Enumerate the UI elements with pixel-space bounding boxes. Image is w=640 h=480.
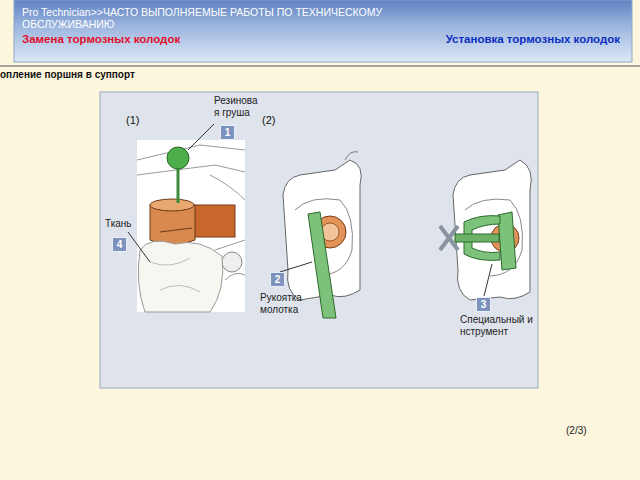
leader-line bbox=[484, 264, 492, 296]
figure-panel bbox=[100, 92, 538, 388]
part-label: Специальный инструмент bbox=[460, 314, 538, 337]
leader-line bbox=[188, 124, 214, 150]
page-subtitle: Установка тормозных колодок bbox=[380, 33, 620, 46]
leader-line bbox=[280, 262, 312, 272]
callout-number: 1 bbox=[220, 125, 235, 140]
leader-line bbox=[128, 232, 150, 262]
part-label: Ткань bbox=[105, 218, 145, 230]
divider bbox=[0, 66, 640, 67]
callout-number: 4 bbox=[112, 237, 127, 252]
tool-illustration bbox=[440, 160, 531, 300]
view-number: (1) bbox=[126, 114, 150, 127]
header-title: Pro Technician>>ЧАСТО ВЫПОЛНЯЕМЫЕ РАБОТЫ… bbox=[22, 6, 462, 30]
step-heading: опление поршня в суппорт bbox=[0, 69, 260, 81]
callout-number: 2 bbox=[270, 272, 285, 287]
reservoir-illustration bbox=[137, 140, 245, 312]
part-label: Резиновая груша bbox=[214, 95, 262, 118]
callout-number: 3 bbox=[476, 297, 491, 312]
section-title: Замена тормозных колодок bbox=[22, 33, 282, 46]
header-band bbox=[14, 0, 632, 62]
page-number: (2/3) bbox=[566, 425, 606, 437]
part-label: Рукоятка молотка bbox=[260, 292, 316, 315]
view-number: (2) bbox=[262, 114, 286, 127]
